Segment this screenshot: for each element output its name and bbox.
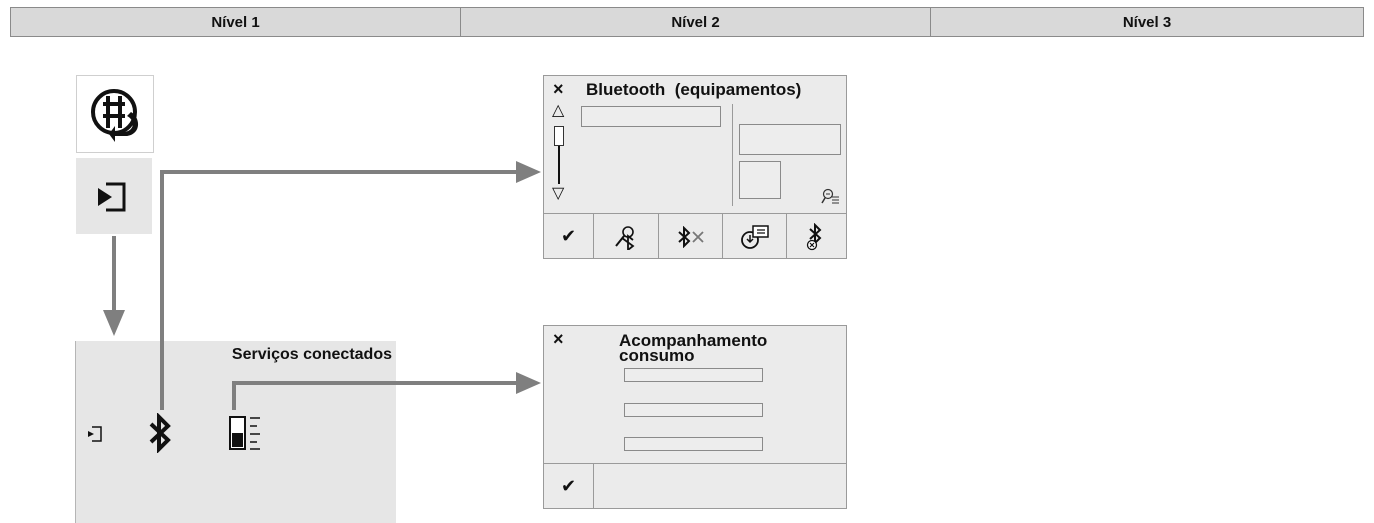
header-level-1: Nível 1 bbox=[10, 7, 461, 37]
contact-sync-icon bbox=[740, 224, 769, 249]
device-list-item[interactable] bbox=[581, 106, 721, 127]
consumption-title-line2: consumo bbox=[619, 346, 695, 365]
scroll-down-icon[interactable]: ▽ bbox=[552, 185, 565, 202]
bluetooth-icon[interactable] bbox=[146, 413, 174, 453]
device-detail-field bbox=[739, 124, 841, 155]
bluetooth-devices-screen: × Bluetooth (equipamentos) △ ▽ ✔ bbox=[543, 75, 847, 259]
arrowhead-down bbox=[103, 310, 125, 336]
scroll-up-icon[interactable]: △ bbox=[552, 102, 565, 119]
header-level-1-label: Nível 1 bbox=[211, 13, 260, 31]
consumption-field-2 bbox=[624, 403, 763, 417]
search-list-icon[interactable] bbox=[821, 188, 841, 206]
close-icon[interactable]: × bbox=[553, 79, 564, 99]
scroll-thumb[interactable] bbox=[554, 126, 564, 146]
search-devices-button[interactable] bbox=[594, 214, 659, 259]
source-menu-button[interactable] bbox=[76, 158, 152, 234]
arrowhead-consumption bbox=[516, 372, 541, 394]
bluetooth-search-icon bbox=[615, 225, 635, 250]
consumption-field-3 bbox=[624, 437, 763, 451]
close-icon[interactable]: × bbox=[553, 329, 564, 349]
consumption-title-line1: Acompanhamento bbox=[619, 331, 768, 350]
header-level-2-label: Nível 2 bbox=[671, 13, 720, 31]
column-divider bbox=[732, 104, 733, 206]
arrow-bluetooth-to-screen bbox=[160, 170, 518, 410]
globe-connect-icon bbox=[91, 89, 139, 142]
consumption-tracking-screen: × Acompanhamento consumo ✔ bbox=[543, 325, 847, 509]
delete-device-button[interactable] bbox=[787, 214, 846, 259]
header-level-2: Nível 2 bbox=[460, 7, 931, 37]
connected-services-title: Serviços conectados bbox=[231, 346, 392, 363]
source-input-icon bbox=[98, 182, 126, 212]
check-icon: ✔ bbox=[560, 226, 577, 246]
source-small-icon[interactable] bbox=[83, 423, 105, 445]
arrow-consumption-to-screen bbox=[232, 381, 518, 410]
disconnect-bluetooth-button[interactable] bbox=[659, 214, 723, 259]
arrowhead-bluetooth bbox=[516, 161, 541, 183]
consumption-field-1 bbox=[624, 368, 763, 382]
connect-app-button[interactable] bbox=[76, 75, 154, 153]
header-level-3: Nível 3 bbox=[930, 7, 1364, 37]
connected-services-panel: Serviços conectados bbox=[75, 341, 396, 523]
check-icon: ✔ bbox=[560, 476, 577, 496]
confirm-button[interactable]: ✔ bbox=[544, 214, 594, 259]
sync-contacts-button[interactable] bbox=[723, 214, 787, 259]
bluetooth-disconnect-icon bbox=[677, 225, 704, 248]
device-image-box bbox=[739, 161, 781, 199]
scroll-track bbox=[558, 146, 560, 184]
bluetooth-toolbar: ✔ bbox=[544, 213, 846, 259]
bluetooth-screen-title: Bluetooth (equipamentos) bbox=[586, 80, 802, 99]
confirm-button[interactable]: ✔ bbox=[544, 464, 594, 509]
consumption-toolbar: ✔ bbox=[544, 463, 846, 509]
consumption-icon[interactable] bbox=[226, 413, 266, 453]
bluetooth-delete-icon bbox=[806, 222, 821, 250]
header-level-3-label: Nível 3 bbox=[1122, 13, 1172, 31]
